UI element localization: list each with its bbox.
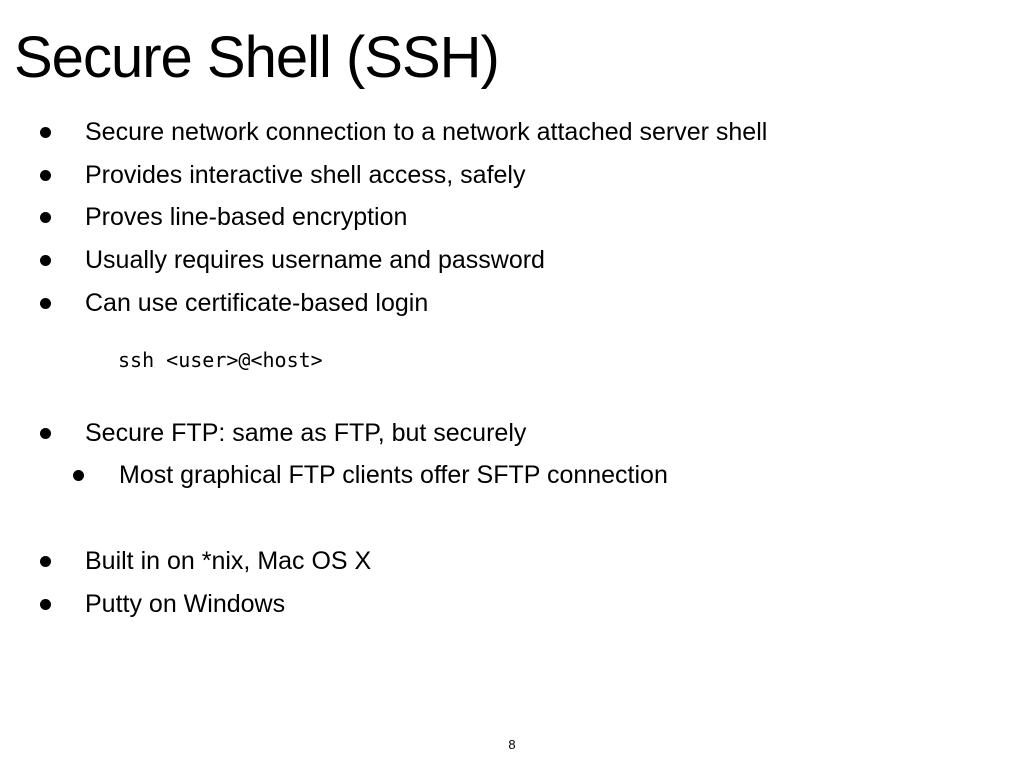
bullet-item: Can use certificate-based login [0, 287, 1000, 319]
sub-bullet-item: Most graphical FTP clients offer SFTP co… [0, 459, 1000, 491]
bullet-text: Secure network connection to a network a… [85, 118, 768, 146]
bullet-text: Secure FTP: same as FTP, but securely [85, 419, 527, 447]
slide-title: Secure Shell (SSH) [14, 25, 500, 90]
bullet-item: Usually requires username and password [0, 244, 1000, 276]
code-command: ssh <user>@<host> [118, 348, 323, 372]
bullet-item: Built in on *nix, Mac OS X [0, 545, 1000, 577]
bullet-dot-icon [73, 470, 84, 481]
bullet-dot-icon [40, 170, 51, 181]
bullet-dot-icon [40, 599, 51, 610]
bullet-dot-icon [40, 298, 51, 309]
bullet-text: Putty on Windows [85, 590, 286, 618]
bullet-item: Provides interactive shell access, safel… [0, 159, 1000, 191]
bullet-text: Can use certificate-based login [85, 289, 429, 317]
bullet-item: Secure network connection to a network a… [0, 116, 1000, 148]
bullet-text: Built in on *nix, Mac OS X [85, 547, 372, 575]
bullet-item: Secure FTP: same as FTP, but securely [0, 417, 1000, 449]
bullet-dot-icon [40, 556, 51, 567]
bullet-item: Putty on Windows [0, 588, 1000, 620]
page-number: 8 [508, 737, 516, 752]
bullet-dot-icon [40, 255, 51, 266]
bullet-dot-icon [40, 212, 51, 223]
bullet-dot-icon [40, 127, 51, 138]
bullet-dot-icon [40, 428, 51, 439]
bullet-text: Provides interactive shell access, safel… [85, 161, 526, 189]
bullet-text: Usually requires username and password [85, 246, 545, 274]
bullet-text: Most graphical FTP clients offer SFTP co… [119, 461, 668, 489]
bullet-item: Proves line-based encryption [0, 201, 1000, 233]
bullet-text: Proves line-based encryption [85, 203, 408, 231]
